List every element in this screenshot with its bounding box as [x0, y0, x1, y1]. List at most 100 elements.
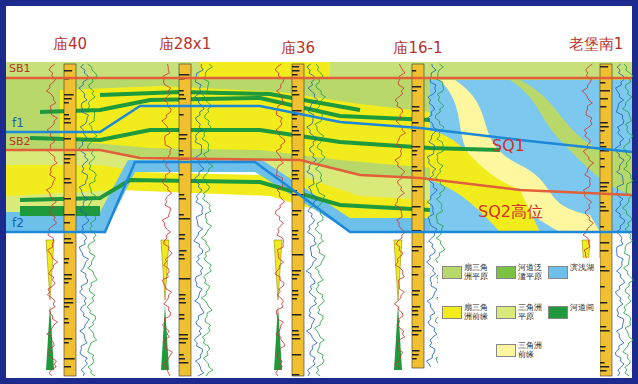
lithology-bar: [600, 182, 609, 184]
legend-swatch: [442, 266, 462, 279]
lithology-bar: [179, 294, 186, 296]
legend-text: 滨浅湖: [570, 264, 600, 273]
lithology-bar: [600, 66, 608, 68]
legend-item: 三角洲平原: [496, 304, 550, 338]
well-name: 庙40: [53, 36, 87, 53]
lithology-bar: [292, 238, 299, 240]
lithology-bar: [600, 82, 605, 84]
lithology-bar: [600, 350, 605, 352]
lithology-bar: [64, 262, 68, 264]
lithology-column: [600, 64, 612, 376]
sequence-boundary-line: [6, 150, 632, 195]
delta-plain: [510, 80, 632, 195]
lithology-bar: [179, 94, 184, 96]
lithology-bar: [179, 174, 183, 176]
lithology-bar: [292, 130, 299, 132]
lithology-bar: [64, 118, 70, 120]
legend-swatch: [496, 306, 516, 319]
lithology-bar: [179, 278, 190, 280]
lithology-bar: [292, 278, 297, 280]
legend-swatch: [496, 266, 516, 279]
lithology-bar: [600, 270, 609, 272]
lithology-bar: [179, 218, 190, 220]
lithology-bar: [179, 238, 185, 240]
lithology-bar: [412, 330, 421, 332]
log-curve: [194, 64, 204, 376]
lithology-bar: [64, 358, 75, 360]
top-band: [6, 62, 632, 78]
lithology-bar: [179, 98, 186, 100]
lithology-bar: [64, 366, 71, 368]
lithology-bar: [64, 98, 72, 100]
lithology-bar: [179, 214, 184, 216]
lithology-bar: [292, 86, 297, 88]
lithology-bar: [292, 150, 299, 152]
lithology-bar: [64, 338, 72, 340]
lithology-bar: [600, 126, 609, 128]
lithology-bar: [179, 342, 186, 344]
lithology-bar: [412, 246, 422, 248]
lithology-bar: [179, 198, 186, 200]
surface-label: f2: [12, 217, 24, 230]
flood-surface-line: [6, 162, 632, 232]
lithology-bar: [179, 334, 188, 336]
lithology-bar: [412, 146, 420, 148]
lithology-bar: [292, 170, 299, 172]
lithology-bar: [64, 318, 68, 320]
lithology-bar: [600, 206, 606, 208]
lithology-bar: [64, 282, 69, 284]
lithology-bar: [179, 74, 189, 76]
legend-swatch: [548, 266, 568, 279]
lithology-bar: [292, 230, 298, 232]
lithology-bar: [600, 158, 605, 160]
lithology-bar: [64, 182, 71, 184]
lithology-bar: [179, 254, 184, 256]
sequence-boundary-line: [6, 77, 632, 80]
lithology-bar: [412, 250, 418, 252]
lithology-bar: [292, 234, 297, 236]
lithology-bar: [292, 274, 299, 276]
lithology-bar: [64, 122, 71, 124]
lithology-bar: [64, 158, 70, 160]
lithology-bar: [64, 154, 75, 156]
lithology-bar: [64, 322, 69, 324]
lithology-bar: [600, 202, 604, 204]
lithology-bar: [600, 122, 608, 124]
lithology-bar: [412, 290, 420, 292]
log-curve: [615, 64, 624, 376]
lithology-bar: [412, 90, 417, 92]
cycle-triangle: [394, 305, 402, 370]
lithology-bar: [600, 370, 607, 372]
lithology-bar: [412, 306, 420, 308]
well-name: 庙28x1: [159, 36, 212, 53]
lithology-bar: [179, 138, 186, 140]
lithology-bar: [292, 118, 297, 120]
lithology-bar: [292, 90, 297, 92]
lithology-bar: [179, 298, 185, 300]
lithology-bar: [64, 278, 72, 280]
flood-surface-line: [6, 106, 632, 152]
lithology-bar: [600, 106, 606, 108]
lithology-bar: [64, 242, 73, 244]
lithology-bar: [600, 166, 605, 168]
lithology-bar: [179, 354, 184, 356]
lithology-bar: [64, 342, 69, 344]
lithology-bar: [292, 110, 302, 112]
lithology-bar: [179, 194, 184, 196]
lithology-bar: [179, 362, 188, 364]
lithology-bar: [412, 266, 421, 268]
lithology-bar: [600, 142, 604, 144]
lithology-bar: [412, 170, 421, 172]
lithology-column: [64, 64, 76, 376]
lithology-bar: [412, 150, 417, 152]
lithology-bar: [412, 130, 416, 132]
lithology-bar: [600, 326, 606, 328]
lithology-bar: [179, 314, 184, 316]
lithology-bar: [600, 210, 609, 212]
lithology-bar: [292, 290, 298, 292]
lithology-bar: [412, 214, 417, 216]
channel-band: [20, 180, 430, 210]
legend-text: 三角洲前缘: [518, 342, 548, 359]
lithology-bar: [64, 178, 70, 180]
lithology-bar: [179, 114, 184, 116]
